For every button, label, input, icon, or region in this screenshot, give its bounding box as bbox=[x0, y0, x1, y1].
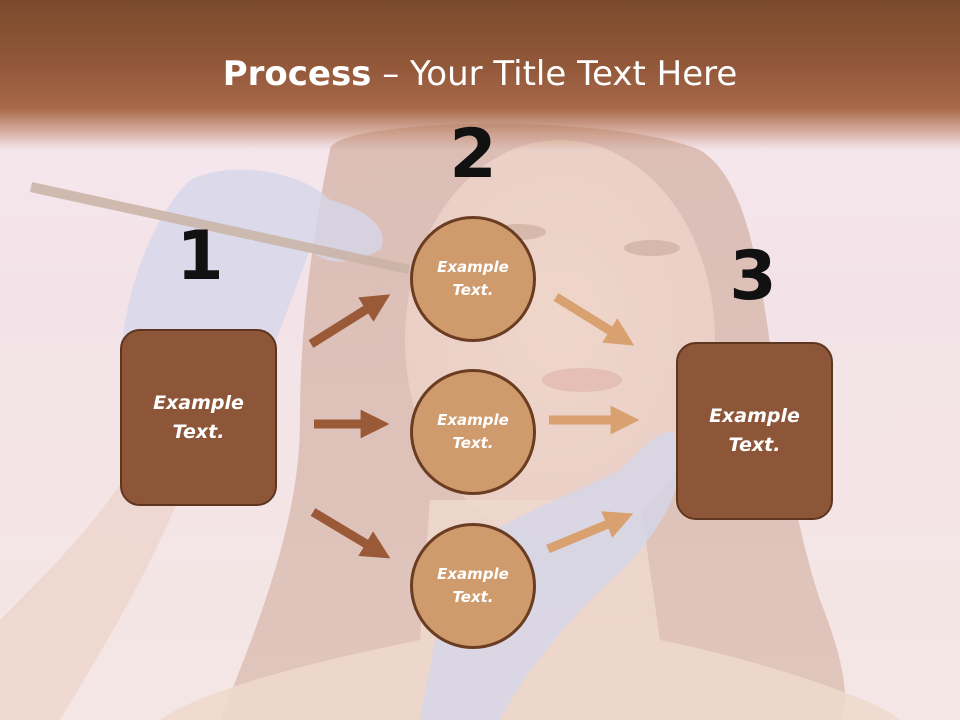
circle-middle-text: Example Text. bbox=[437, 411, 509, 452]
step-number-2: 2 bbox=[449, 115, 497, 194]
step-2-circle-middle: Example Text. bbox=[410, 369, 536, 495]
circle-top-text: Example Text. bbox=[437, 258, 509, 299]
slide-title: Process – Your Title Text Here bbox=[0, 52, 960, 96]
step-2-circle-top: Example Text. bbox=[410, 216, 536, 342]
step-3-text: Example Text. bbox=[709, 405, 800, 456]
circle-bottom-text: Example Text. bbox=[437, 565, 509, 606]
title-rest: – Your Title Text Here bbox=[371, 54, 738, 94]
step-number-1: 1 bbox=[176, 217, 224, 296]
step-3-box: Example Text. bbox=[676, 342, 833, 520]
title-bold: Process bbox=[222, 54, 372, 94]
step-2-circle-bottom: Example Text. bbox=[410, 523, 536, 649]
step-1-box: Example Text. bbox=[120, 329, 277, 506]
step-1-text: Example Text. bbox=[153, 391, 244, 443]
step-number-3: 3 bbox=[729, 237, 777, 316]
title-band bbox=[0, 0, 960, 150]
